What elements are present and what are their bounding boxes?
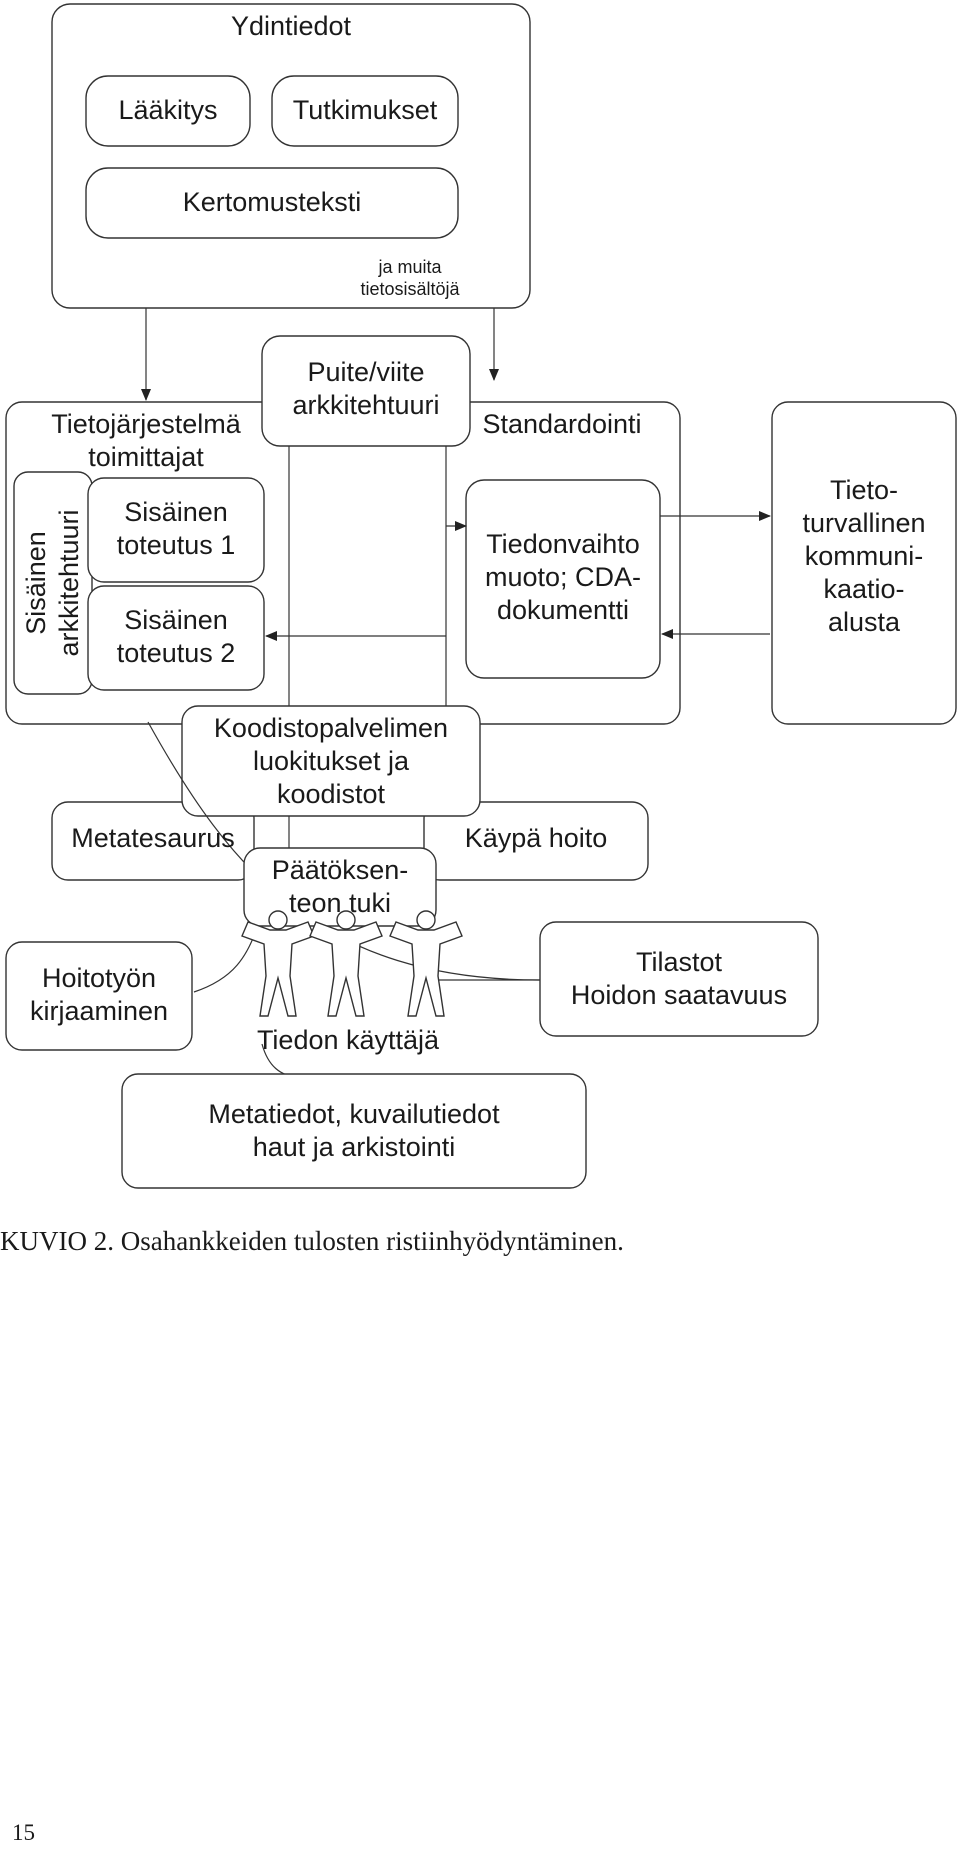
core-data-title: Ydintiedot: [230, 11, 352, 41]
statistics-label: Tilastot Hoidon saatavuus: [570, 947, 788, 1010]
decision-support-label: Päätöksen- teon tuki: [271, 855, 409, 918]
metathesaurus-box: [51, 801, 255, 881]
other-content-label: ja muita tietosisältöjä: [360, 257, 460, 299]
user-figure: [241, 910, 315, 1017]
narrative-label: Kertomusteksti: [182, 187, 362, 217]
vendor-label: Tietojärjestelmä toimittajat: [51, 409, 241, 472]
examinations-box: [271, 75, 459, 147]
code-server-label: Koodistopalvelimen luokitukset ja koodis…: [213, 713, 449, 809]
narrative-box: [85, 167, 459, 239]
framework-label: Puite/viite arkkitehtuuri: [292, 357, 440, 420]
metathesaurus-label: Metatesaurus: [71, 823, 235, 853]
metadata-label: Metatiedot, kuvailutiedot haut ja arkist…: [208, 1099, 500, 1162]
medication-label: Lääkitys: [118, 95, 218, 125]
secure-platform-label: Tieto- turvallinen kommuni- kaatio- alus…: [802, 475, 926, 637]
examinations-label: Tutkimukset: [292, 95, 438, 125]
nursing-label: Hoitotyön kirjaaminen: [29, 963, 169, 1026]
code-server-box: [181, 705, 481, 817]
metadata-box: [121, 1073, 587, 1189]
internal-impl-2-box: [87, 585, 265, 691]
internal-impl-1-box: [87, 477, 265, 583]
secure-platform-box: [771, 401, 957, 725]
statistics-box: [539, 921, 819, 1037]
standardization-label: Standardointi: [482, 409, 642, 439]
exchange-box: [465, 479, 661, 679]
exchange-label: Tiedonvaihto muoto; CDA- dokumentti: [484, 529, 642, 625]
internal-impl-2-label: Sisäinen toteutus 2: [116, 605, 236, 668]
framework-box: [261, 335, 471, 447]
figure-caption: KUVIO 2. Osahankkeiden tulosten ristiinh…: [0, 1226, 624, 1256]
page-number: 15: [12, 1820, 35, 1845]
current-care-label: Käypä hoito: [464, 823, 608, 853]
internal-impl-1-label: Sisäinen toteutus 1: [116, 497, 236, 560]
user-figure: [389, 910, 463, 1017]
info-user-label: Tiedon käyttäjä: [256, 1025, 440, 1055]
internal-architecture-label: Sisäinen arkkitehtuuri: [21, 509, 84, 657]
current-care-box: [423, 801, 649, 881]
medication-box: [85, 75, 251, 147]
user-figure: [309, 910, 383, 1017]
nursing-box: [5, 941, 193, 1051]
internal-architecture-box: [13, 471, 93, 695]
